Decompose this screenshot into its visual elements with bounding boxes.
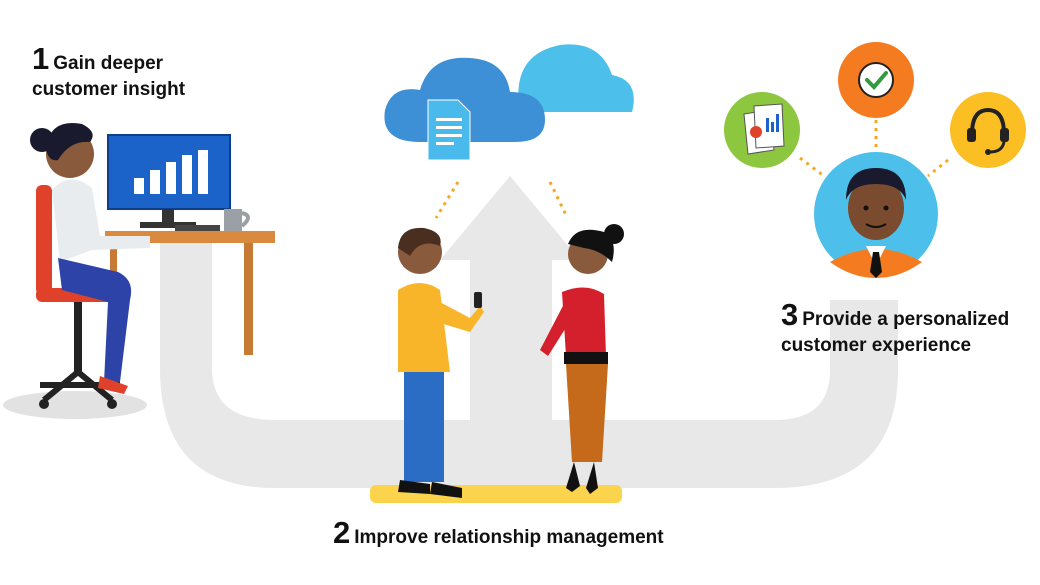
- headset-icon: [950, 92, 1026, 168]
- step-1-text-line1: Gain deeper: [53, 53, 164, 74]
- cloud-document: [384, 44, 634, 161]
- step-3-text-line1: Provide a personalized: [802, 309, 1010, 330]
- step-2-text-line1: Improve relationship management: [354, 527, 664, 548]
- step-1-number: 1: [32, 41, 50, 76]
- icon-links: [799, 120, 949, 178]
- monitor-bar-chart: [107, 134, 231, 231]
- checkmark-icon: [838, 42, 914, 118]
- step-3-number: 3: [781, 297, 799, 332]
- customer-avatar: [814, 152, 938, 278]
- reports-icon: [724, 92, 800, 168]
- flow-arrow: [160, 176, 898, 488]
- man-with-phone: [398, 227, 484, 498]
- step-3-text-line2: customer experience: [781, 334, 972, 356]
- step-2-number: 2: [333, 515, 351, 550]
- person-at-desk: [30, 123, 150, 409]
- coffee-mug: [224, 209, 250, 231]
- desk-shadow: [3, 391, 147, 419]
- cloud-links: [434, 181, 568, 219]
- woman: [540, 224, 624, 494]
- step-1-text-line2: customer insight: [32, 78, 186, 100]
